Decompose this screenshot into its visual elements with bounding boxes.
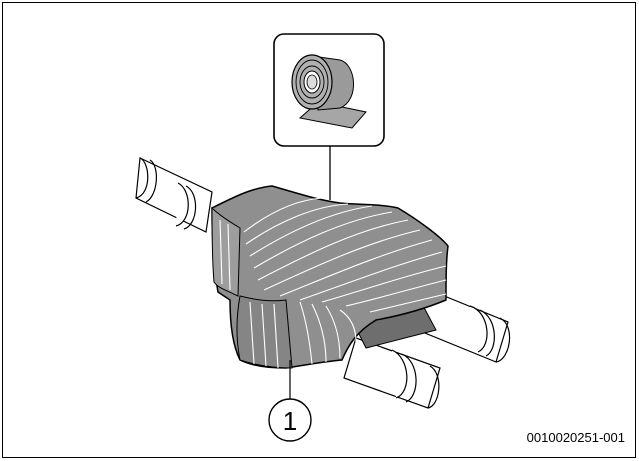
callout-circle [268, 398, 312, 442]
pipe-lower-right-front [343, 337, 441, 409]
insulation-tape-roll-icon [273, 33, 385, 147]
insulated-joint [211, 185, 449, 369]
figure-reference-code: 0010020251-001 [526, 430, 625, 445]
pipe-upper-left [135, 157, 213, 233]
callout-number: 1 [283, 406, 297, 436]
tape-wrap-lines [219, 197, 447, 369]
